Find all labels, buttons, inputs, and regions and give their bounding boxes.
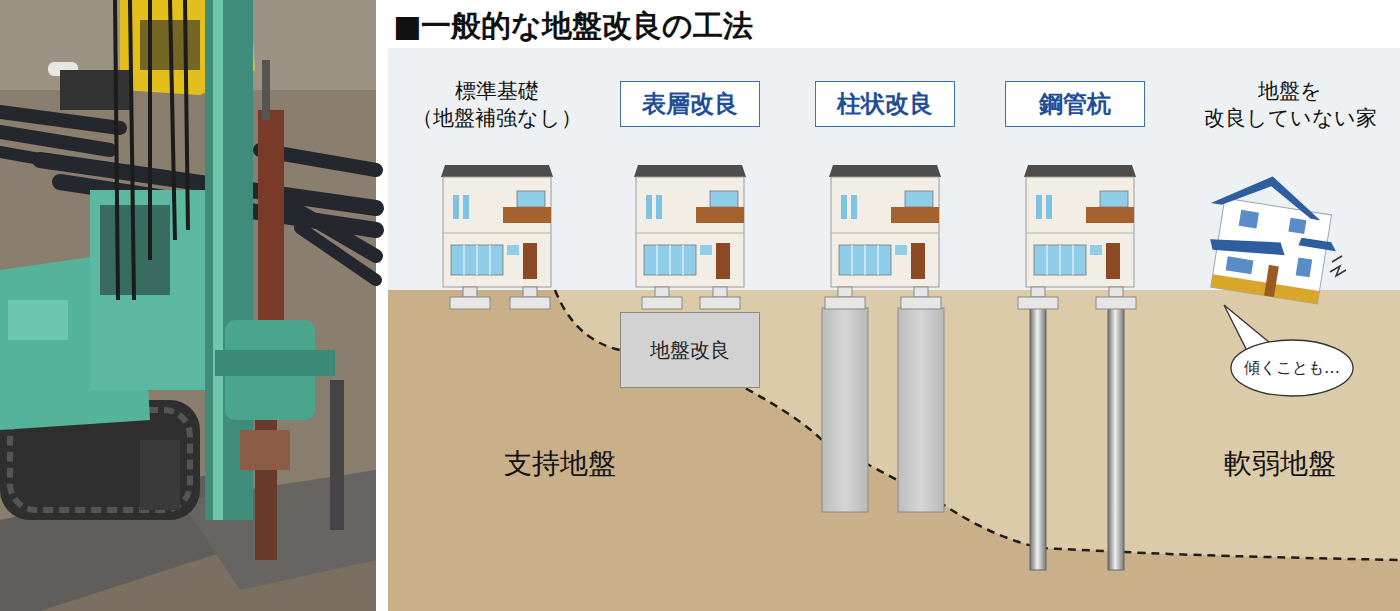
diagram-title: ■一般的な地盤改良の工法 <box>393 6 753 47</box>
improved-soil-block: 地盤改良 <box>620 312 760 388</box>
node-text: 傾くことも… <box>1244 358 1340 379</box>
node-text: 鋼管杭 <box>1039 88 1111 120</box>
tilted-house <box>1198 167 1346 305</box>
bubble-body <box>1231 340 1353 396</box>
node-text: 地盤改良 <box>650 337 730 364</box>
ground-label: 軟弱地盤 <box>1224 446 1336 482</box>
foundation-label: 標準基礎 （地盤補強なし） <box>407 78 587 133</box>
node-text: 表層改良 <box>642 88 738 120</box>
method-tab: 柱状改良 <box>815 81 955 127</box>
machine-photo <box>0 0 376 611</box>
speech-bubble: 傾くことも… <box>1230 339 1354 397</box>
house-label: 地盤を 改良していない家 <box>1195 78 1385 133</box>
node-text: 柱状改良 <box>837 88 933 120</box>
method-tab: 鋼管杭 <box>1005 81 1145 127</box>
method-tab: 表層改良 <box>620 81 760 127</box>
ground-label: 支持地盤 <box>504 446 616 482</box>
